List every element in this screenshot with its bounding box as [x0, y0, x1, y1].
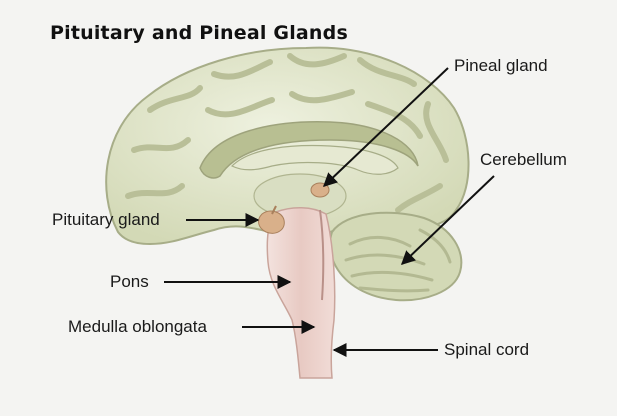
brainstem [266, 207, 336, 379]
cerebral-gyri [125, 53, 449, 213]
cerebrum [105, 46, 470, 246]
pineal-gland-leader [322, 67, 449, 187]
pituitary-gland-shape [258, 210, 285, 234]
label-cerebellum: Cerebellum [480, 150, 567, 169]
fourth-ventricle [319, 209, 325, 301]
label-pituitary-gland: Pituitary gland [52, 210, 160, 229]
cerebellum-leader [400, 175, 495, 265]
label-spinal-cord: Spinal cord [444, 340, 530, 359]
diagram-title: Pituitary and Pineal Glands [50, 22, 348, 44]
label-pineal-gland: Pineal gland [454, 56, 548, 75]
label-pons: Pons [110, 272, 149, 291]
cerebellum-folia [344, 228, 452, 293]
label-medulla-oblongata: Medulla oblongata [68, 317, 207, 336]
pituitary-stalk [271, 205, 277, 215]
ventricle [230, 144, 399, 175]
corpus-callosum [199, 121, 419, 179]
